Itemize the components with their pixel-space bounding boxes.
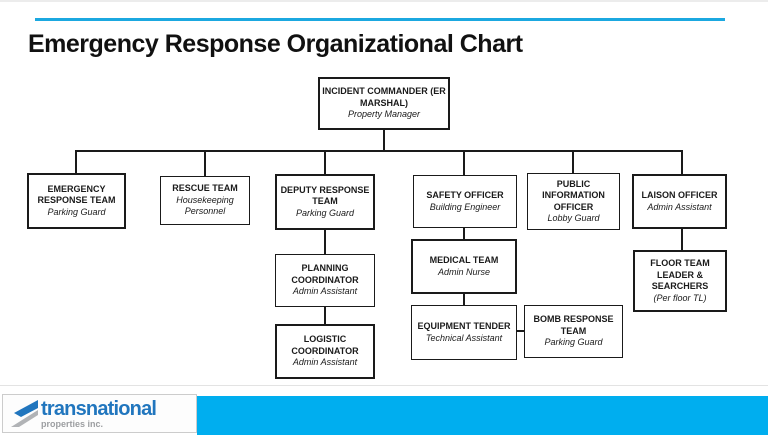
- transnational-logo-icon: [11, 399, 38, 427]
- org-node-incident-commander: INCIDENT COMMANDER (ER MARSHAL) Property…: [318, 77, 450, 130]
- logo-company-name: transnational: [41, 397, 157, 420]
- node-title: MEDICAL TEAM: [429, 255, 499, 265]
- logo-text: transnational properties inc.: [41, 397, 157, 429]
- company-logo: transnational properties inc.: [2, 394, 197, 433]
- connector-line: [204, 152, 206, 176]
- org-node-floor-team-leader-searchers: FLOOR TEAM LEADER & SEARCHERS (Per floor…: [633, 250, 727, 312]
- connector-line: [75, 152, 77, 173]
- accent-line: [35, 18, 725, 21]
- connector-line: [572, 152, 574, 173]
- org-node-bomb-response-team: BOMB RESPONSE TEAM Parking Guard: [524, 305, 623, 358]
- node-title: EQUIPMENT TENDER: [417, 321, 511, 331]
- footer-divider-line: [0, 385, 768, 386]
- node-title: SAFETY OFFICER: [426, 190, 504, 200]
- org-node-rescue-team: RESCUE TEAM Housekeeping Personnel: [160, 176, 250, 225]
- connector-line: [681, 229, 683, 250]
- org-node-safety-officer: SAFETY OFFICER Building Engineer: [413, 175, 517, 228]
- node-subtitle: Admin Nurse: [437, 266, 491, 277]
- node-subtitle: Property Manager: [347, 109, 421, 120]
- org-node-emergency-response-team: EMERGENCY RESPONSE TEAM Parking Guard: [27, 173, 126, 229]
- org-node-public-information-officer: PUBLIC INFORMATION OFFICER Lobby Guard: [527, 173, 620, 230]
- node-subtitle: Technical Assistant: [425, 332, 503, 343]
- node-subtitle: Lobby Guard: [547, 213, 600, 223]
- node-subtitle: Parking Guard: [47, 206, 106, 217]
- connector-line: [324, 152, 326, 174]
- node-title: LOGISTIC COORDINATOR: [291, 334, 359, 356]
- connector-line: [463, 294, 465, 305]
- node-title: FLOOR TEAM LEADER & SEARCHERS: [650, 258, 710, 291]
- connector-line: [324, 307, 326, 324]
- node-title: RESCUE TEAM: [172, 183, 238, 194]
- org-node-laison-officer: LAISON OFFICER Admin Assistant: [632, 174, 727, 229]
- node-subtitle: Admin Assistant: [647, 201, 712, 212]
- connector-line: [463, 152, 465, 175]
- connector-line: [383, 130, 385, 151]
- node-subtitle: Admin Assistant: [292, 286, 358, 297]
- node-subtitle: Admin Assistant: [292, 357, 358, 368]
- connector-line: [75, 150, 683, 152]
- node-subtitle: Parking Guard: [295, 207, 355, 218]
- org-node-medical-team: MEDICAL TEAM Admin Nurse: [411, 239, 517, 294]
- node-title: PUBLIC INFORMATION OFFICER: [542, 178, 605, 212]
- node-title: DEPUTY RESPONSE TEAM: [280, 184, 370, 207]
- footer-accent-band: [197, 396, 768, 435]
- connector-line: [463, 228, 465, 239]
- node-subtitle: Building Engineer: [429, 201, 501, 212]
- connector-line: [517, 330, 524, 332]
- node-title: LAISON OFFICER: [641, 190, 718, 200]
- node-title: BOMB RESPONSE TEAM: [533, 314, 614, 336]
- logo-tagline: properties inc.: [41, 418, 104, 429]
- node-title: INCIDENT COMMANDER (ER MARSHAL): [322, 86, 446, 108]
- connector-line: [681, 152, 683, 174]
- node-subtitle: Parking Guard: [544, 337, 603, 348]
- org-node-deputy-response-team: DEPUTY RESPONSE TEAM Parking Guard: [275, 174, 375, 230]
- connector-line: [324, 230, 326, 254]
- org-node-planning-coordinator: PLANNING COORDINATOR Admin Assistant: [275, 254, 375, 307]
- node-title: PLANNING COORDINATOR: [291, 263, 359, 285]
- org-node-equipment-tender: EQUIPMENT TENDER Technical Assistant: [411, 305, 517, 360]
- org-node-logistic-coordinator: LOGISTIC COORDINATOR Admin Assistant: [275, 324, 375, 379]
- page-title: Emergency Response Organizational Chart: [28, 30, 523, 58]
- node-subtitle: (Per floor TL): [653, 292, 707, 303]
- node-subtitle: Housekeeping Personnel: [176, 194, 234, 217]
- node-title: EMERGENCY RESPONSE TEAM: [37, 183, 116, 206]
